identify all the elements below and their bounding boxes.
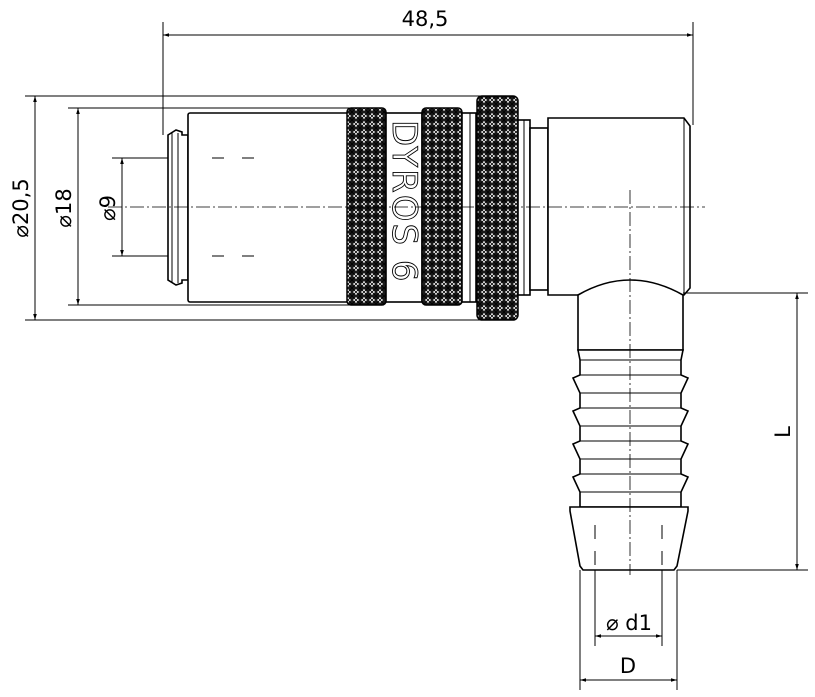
- dimension-hose-length: L: [677, 292, 808, 571]
- dimension-label-hose-length: L: [771, 426, 795, 438]
- dimension-label-bore-diameter: ⌀9: [96, 195, 120, 221]
- dimension-outer-diameter: ⌀20,5: [9, 95, 480, 321]
- dimension-overall-length: 48,5: [162, 7, 694, 135]
- dimension-hose-outer-diameter: D: [579, 570, 678, 690]
- dimension-label-hose-outer-diameter: D: [620, 654, 636, 678]
- dimension-body-diameter: ⌀18: [52, 107, 350, 306]
- dimension-label-outer-diameter: ⌀20,5: [9, 178, 33, 237]
- dimension-label-overall-length: 48,5: [402, 7, 449, 31]
- knurled-ring: [346, 107, 387, 306]
- dimension-hose-inner-diameter: ⌀ d1: [594, 570, 663, 646]
- coupling-body: DYROS 6: [167, 95, 691, 321]
- dimension-label-hose-inner-diameter: ⌀ d1: [606, 611, 652, 635]
- knurled-ring: [421, 107, 463, 306]
- dimension-bore-diameter: ⌀9: [96, 157, 190, 257]
- knurled-sleeve: [476, 95, 519, 321]
- hose-barb: [569, 279, 690, 571]
- dimension-label-body-diameter: ⌀18: [52, 188, 76, 227]
- product-marking: DYROS 6: [384, 120, 424, 284]
